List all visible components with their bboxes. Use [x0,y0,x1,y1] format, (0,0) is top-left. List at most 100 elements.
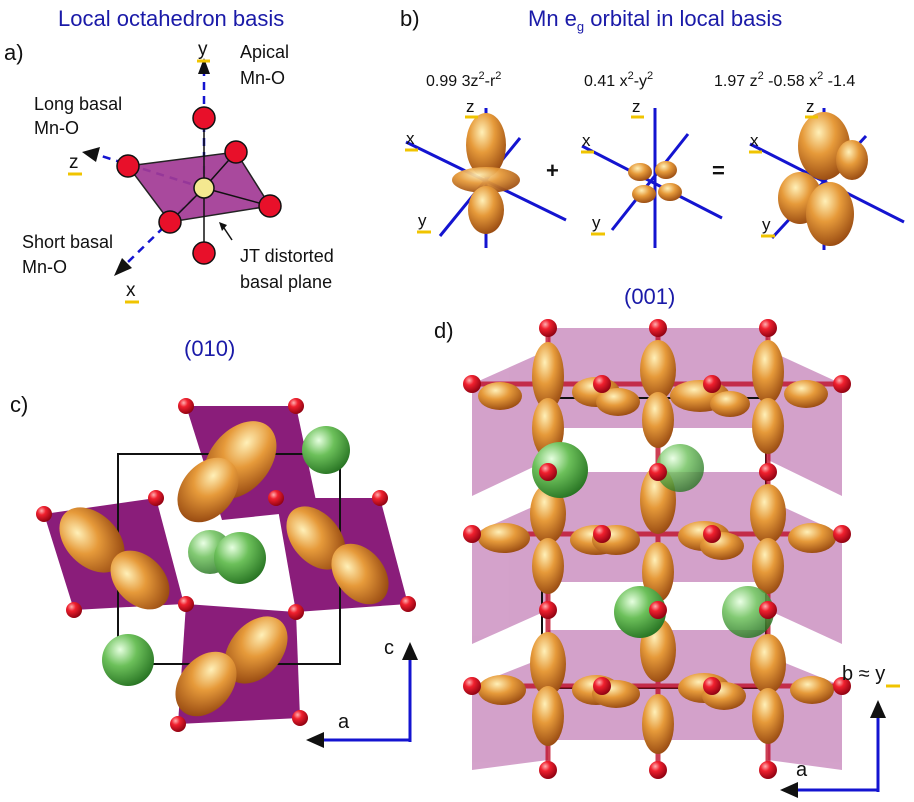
apical-oxygen-top [192,106,216,130]
orbital-lobe [532,342,564,410]
cation-sphere [614,586,666,638]
oxygen-atom [833,375,851,393]
orbital-lobe [478,675,526,705]
oxygen-atom [759,761,777,779]
jt-pointer [223,227,233,241]
panel-b-title: Mn eg orbital in local basis [528,6,782,34]
orbital-lobe [710,391,750,417]
orbital-x2-y2: z x y [581,97,723,248]
c-axis-arrowhead [402,642,418,660]
panel-a-label: a) [4,40,24,65]
orbital-lobe [286,506,346,570]
short-basal-oxygen [158,210,182,234]
b-axis-arrowhead [870,700,886,718]
oxygen-atoms [36,398,416,732]
panel-b: b) Mn eg orbital in local basis 0.99 3z2… [400,6,905,250]
orbital-lobe [790,676,834,704]
orbital-torus [452,167,520,193]
oxygen-atom [268,490,284,506]
oxygen-atom [649,761,667,779]
term-2-formula: 0.41 x2-y2 [584,70,653,90]
orbital-lobe [177,457,239,523]
oxygen-atom [292,710,308,726]
apical-label-2: Mn-O [240,68,285,88]
oxygen-atom [593,525,611,543]
oxygen-atom [703,375,721,393]
oxygen-atom [593,375,611,393]
orbital-combined: z x y [749,97,905,250]
oxygen-atom [759,601,777,619]
term-1-formula: 0.99 3z2-r2 [426,70,501,90]
apical-oxygen-bottom [192,241,216,265]
oxygen-atom [703,677,721,695]
panel-c: c) (010) [10,336,418,748]
panel-c-label: c) [10,392,28,417]
orbital-lobe [632,185,656,203]
orbital-lobe [642,694,674,754]
axis-label-z: z [466,97,475,116]
oxygen-atom [539,761,557,779]
panel-a-title: Local octahedron basis [58,6,284,31]
long-basal-label-1: Long basal [34,94,122,114]
jt-pointer-head [219,222,227,231]
jt-label-2: basal plane [240,272,332,292]
axis-label-y: y [198,39,208,60]
long-basal-oxygen [116,154,140,178]
orbital-lobe [175,651,237,717]
panel-a: Local octahedron basis a) y z x Apical M… [4,6,334,304]
basal-oxygen-right [258,194,282,218]
oxygen-atom [759,463,777,481]
oxygen-atom [178,596,194,612]
orbital-lobe [752,398,784,454]
axis-label-a: a [796,759,808,781]
axis-label-c: c [384,637,394,659]
orbital-lobe [658,183,682,201]
oxygen-atom [833,677,851,695]
term-3-formula: 1.97 z2 -0.58 x2 -1.4 [714,70,855,90]
oxygen-atom [539,463,557,481]
cation-sphere [302,426,350,474]
x-axis-arrowhead [114,258,132,276]
oxygen-atom [759,319,777,337]
axis-label-z: z [806,97,815,116]
orbital-lobe [530,632,566,696]
y-axis-line [610,133,690,231]
axis-label-x: x [750,131,759,150]
orbital-lobe [478,382,522,410]
a-axis-arrowhead [780,782,798,798]
a-axis-arrowhead [306,732,324,748]
oxygen-atom [539,601,557,619]
axis-label-x: x [582,131,591,150]
z-axis-arrowhead [82,147,100,162]
oxygen-atom [170,716,186,732]
panel-b-label: b) [400,6,420,31]
axis-label-b: b ≈ y [842,663,885,685]
orbital-lobe [224,616,288,684]
oxygen-atom [649,319,667,337]
axis-label-y: y [762,215,771,234]
cation-sphere [656,444,704,492]
oxygen-atom [36,506,52,522]
oxygen-atom [463,677,481,695]
axis-label-z: z [69,152,79,173]
orbital-3z2-r2: z x y [405,97,567,248]
oxygen-atom [649,463,667,481]
panel-c-title: (010) [184,336,235,361]
equals-sign: = [712,158,725,183]
y-axis-arrowhead [198,58,210,74]
apical-label-1: Apical [240,42,289,62]
axis-label-x: x [126,280,136,301]
orbital-lobe-bottom [468,186,504,234]
cation-sphere [722,586,774,638]
oxygen-atom [703,525,721,543]
axis-label-y: y [592,213,601,232]
oxygen-atom [178,398,194,414]
axis-label-z: z [632,97,641,116]
orbital-lobe [784,380,828,408]
orbital-lobe [752,340,784,404]
cation-sphere [214,532,266,584]
orbital-lobe [59,507,125,573]
orbital-lobe [642,392,674,448]
plus-sign: + [546,158,559,183]
basal-oxygen-back [224,140,248,164]
